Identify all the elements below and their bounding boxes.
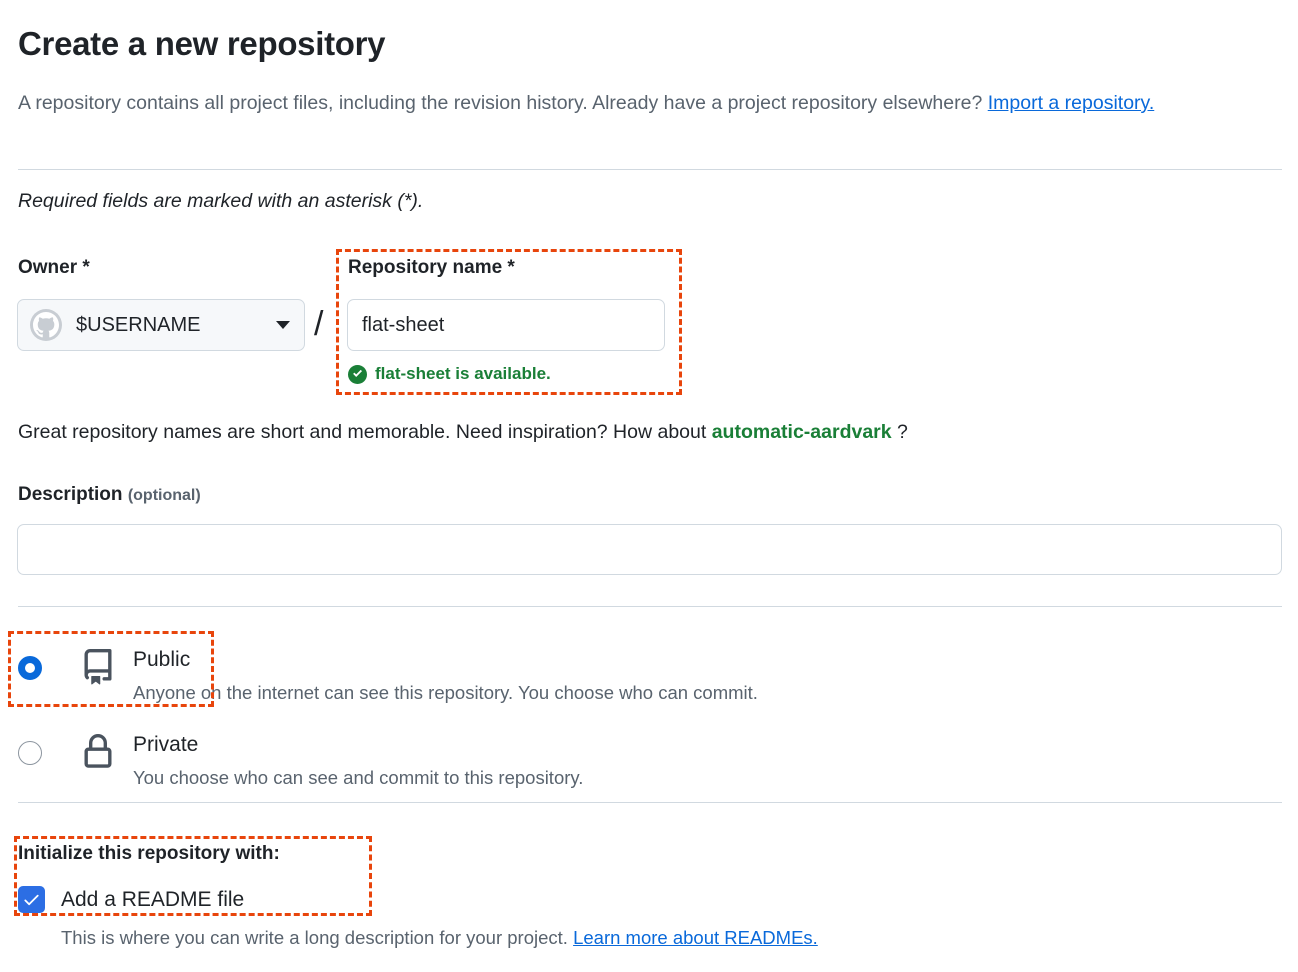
radio-public[interactable] (18, 656, 42, 680)
add-readme-row[interactable]: Add a README file (18, 886, 244, 913)
page-title: Create a new repository (18, 25, 386, 62)
description-label: Description (optional) (18, 484, 201, 506)
repository-name-input[interactable] (347, 299, 665, 351)
intro-text: A repository contains all project files,… (18, 92, 988, 114)
description-optional-tag: (optional) (127, 487, 201, 504)
import-a-repository-link[interactable]: Import a repository. (987, 92, 1155, 114)
github-octocat-avatar-icon (30, 309, 62, 341)
required-fields-note: Required fields are marked with an aster… (18, 190, 424, 212)
initialize-section-title: Initialize this repository with: (18, 843, 280, 864)
inspiration-text-before: Great repository names are short and mem… (18, 421, 712, 443)
visibility-private-description: You choose who can see and commit to thi… (133, 767, 584, 788)
visibility-public-title: Public (133, 648, 191, 671)
repository-availability-status: flat-sheet is available. (348, 364, 551, 384)
owner-select[interactable]: $USERNAME (17, 299, 305, 351)
repo-book-icon (80, 649, 116, 685)
suggested-repository-name[interactable]: automatic-aardvark (711, 421, 892, 443)
lock-icon (80, 734, 116, 770)
owner-name-value: $USERNAME (76, 313, 201, 336)
visibility-private-title: Private (133, 733, 199, 756)
divider-initialize (18, 802, 1282, 803)
repository-name-inspiration: Great repository names are short and mem… (18, 421, 908, 444)
add-readme-description-text: This is where you can write a long descr… (61, 927, 574, 948)
radio-private[interactable] (18, 741, 42, 765)
visibility-public-description: Anyone on the internet can see this repo… (133, 682, 758, 703)
check-circle-fill-icon (348, 364, 367, 384)
inspiration-text-after: ? (891, 421, 908, 443)
learn-more-about-readmes-link[interactable]: Learn more about READMEs. (573, 927, 818, 948)
add-readme-description: This is where you can write a long descr… (61, 924, 818, 952)
add-readme-checkbox[interactable] (18, 886, 45, 913)
chevron-down-icon (276, 321, 290, 329)
check-icon (24, 894, 39, 906)
intro-paragraph: A repository contains all project files,… (18, 84, 1208, 122)
divider-visibility (18, 606, 1282, 607)
description-label-text: Description (18, 484, 123, 505)
divider-top (18, 169, 1282, 170)
owner-repo-separator: / (314, 305, 324, 343)
owner-label: Owner * (18, 257, 90, 278)
add-readme-label: Add a README file (61, 887, 245, 911)
description-input[interactable] (17, 524, 1282, 575)
repository-name-label: Repository name * (348, 257, 515, 278)
repository-availability-text: flat-sheet is available. (375, 364, 551, 383)
